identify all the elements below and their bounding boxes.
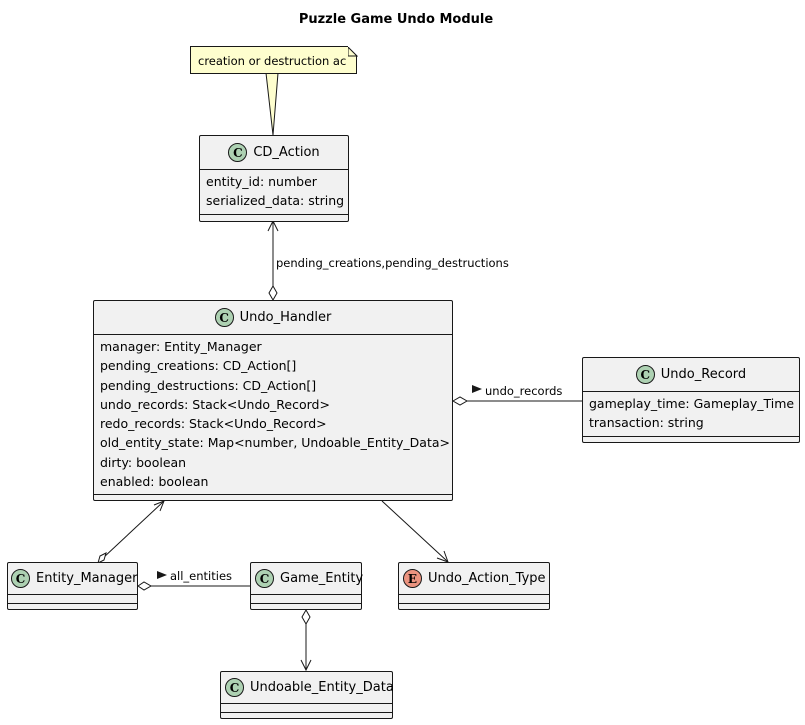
attribute: pending_destructions: CD_Action[] (100, 377, 317, 393)
method-compartment (583, 435, 799, 445)
method-compartment (221, 712, 392, 713)
edge-manager-handler (102, 501, 164, 559)
label-handler-cd: pending_creations,pending_destructions (276, 256, 509, 270)
class-badge-icon: C (255, 569, 274, 588)
class-name: Entity_Manager (36, 571, 138, 586)
note-fold (347, 45, 359, 57)
class-header: C Undo_Handler (94, 301, 452, 334)
attribute: redo_records: Stack<Undo_Record> (100, 416, 327, 432)
enum-undo-action-type[interactable]: E Undo_Action_Type (398, 562, 550, 610)
method-compartment (251, 603, 361, 604)
attribute-compartment (8, 594, 137, 603)
enum-badge-icon: E (403, 569, 422, 588)
direction-marker-record (472, 385, 482, 393)
class-name: Undo_Record (660, 367, 747, 382)
method-compartment (399, 603, 549, 604)
label-handler-record: undo_records (485, 384, 563, 398)
attribute-compartment (251, 594, 361, 603)
diamond-handler-record (451, 396, 469, 406)
class-game-entity[interactable]: C Game_Entity (250, 562, 364, 610)
class-undoable-entity-data[interactable]: C Undoable_Entity_Data (220, 671, 394, 719)
attribute: pending_creations: CD_Action[] (100, 358, 297, 374)
diamond-manager-entity (137, 581, 153, 591)
class-badge-icon: C (228, 143, 248, 162)
attribute-list: gameplay_time: Gameplay_Time transaction… (583, 391, 799, 436)
direction-marker-entity (157, 571, 167, 579)
class-undo-handler[interactable]: C Undo_Handler manager: Entity_Manager p… (93, 300, 453, 501)
attribute-compartment (399, 594, 549, 603)
attribute: serialized_data: string (206, 193, 345, 209)
attribute: manager: Entity_Manager (100, 339, 262, 354)
class-name: CD_Action (253, 145, 320, 160)
attribute: enabled: boolean (100, 474, 209, 490)
class-badge-icon: C (11, 569, 30, 588)
class-header: C Undo_Record (583, 358, 799, 391)
class-header: C CD_Action (200, 136, 348, 169)
diamond-manager-handler (97, 552, 107, 564)
attribute-list: entity_id: number serialized_data: strin… (200, 169, 348, 214)
attribute-list: manager: Entity_Manager pending_creation… (94, 334, 452, 494)
class-badge-icon: C (635, 365, 655, 384)
class-header: C Undoable_Entity_Data (221, 672, 394, 703)
class-name: Undoable_Entity_Data (250, 680, 394, 695)
attribute: old_entity_state: Map<number, Undoable_E… (100, 435, 450, 451)
diamond-handler-cd (268, 284, 278, 302)
method-compartment (200, 213, 348, 223)
diagram-title: Puzzle Game Undo Module (298, 12, 494, 27)
note-text: creation or destruction ac (198, 54, 347, 68)
arrow-head-handler (153, 500, 165, 512)
class-undo-record[interactable]: C Undo_Record gameplay_time: Gameplay_Ti… (582, 357, 800, 443)
class-name: Game_Entity (280, 571, 364, 586)
attribute: gameplay_time: Gameplay_Time (589, 396, 795, 411)
class-badge-icon: C (225, 678, 244, 697)
class-header: C Game_Entity (251, 563, 364, 594)
label-manager-entity: all_entities (170, 569, 233, 583)
attribute: undo_records: Stack<Undo_Record> (100, 396, 330, 412)
class-name: Undo_Handler (239, 310, 332, 325)
attribute: transaction: string (589, 415, 704, 431)
edge-handler-type (381, 500, 448, 562)
class-name: Undo_Action_Type (428, 571, 546, 586)
attribute-compartment (221, 703, 392, 712)
attribute: dirty: boolean (100, 454, 187, 470)
class-cd-action[interactable]: C CD_Action entity_id: number serialized… (199, 135, 349, 222)
class-header: E Undo_Action_Type (399, 563, 549, 594)
class-badge-icon: C (214, 308, 234, 327)
diamond-entity-data (301, 608, 311, 626)
arrow-head-data (300, 659, 312, 672)
method-compartment (94, 494, 452, 503)
class-entity-manager[interactable]: C Entity_Manager (7, 562, 138, 610)
note-connector (265, 72, 279, 136)
note: creation or destruction ac (190, 45, 359, 74)
attribute: entity_id: number (206, 174, 317, 189)
method-compartment (8, 603, 137, 604)
class-header: C Entity_Manager (8, 563, 137, 594)
